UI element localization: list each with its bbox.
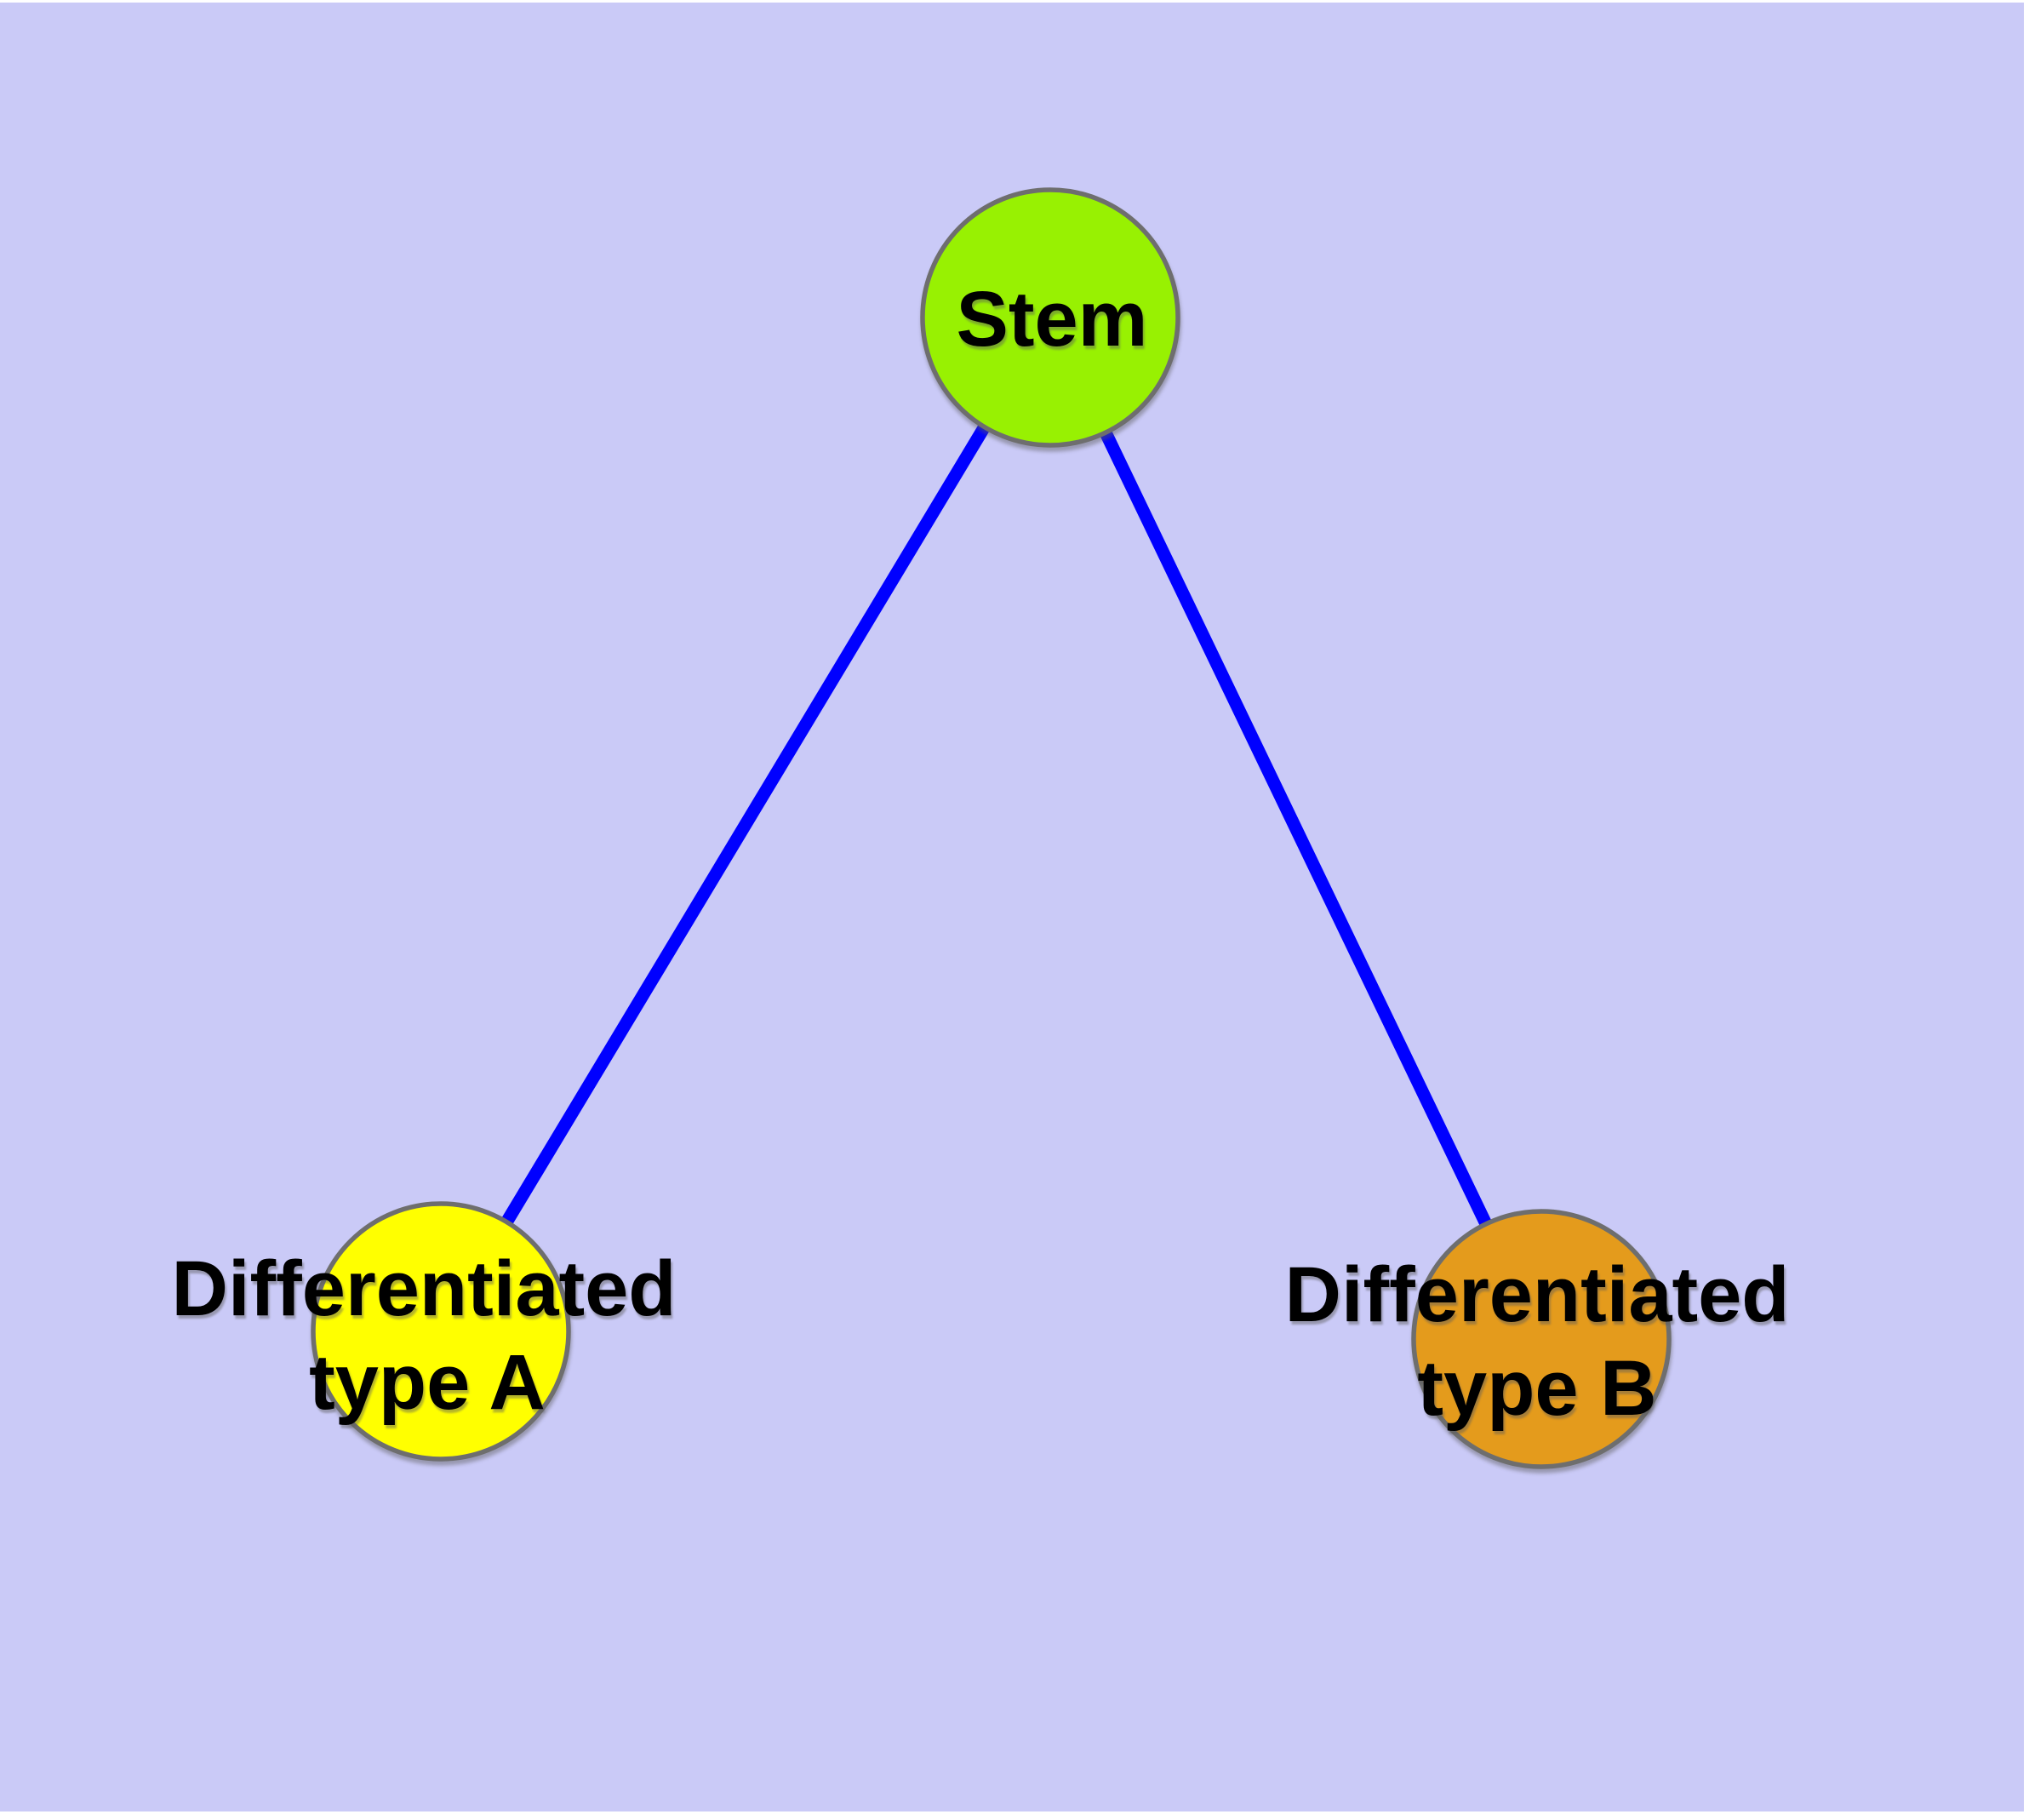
node-differentiated-type-b [1411, 1209, 1672, 1469]
label-stem: Stem [957, 276, 1148, 363]
node-differentiated-type-a [311, 1201, 571, 1462]
node-stem [920, 187, 1180, 448]
labels: Stem Differentiated type A Differentiate… [172, 276, 1790, 1432]
nodes [311, 187, 1672, 1469]
label-type-a-line1: Differentiated [172, 1245, 677, 1332]
edge-stem-to-type-a [435, 314, 1056, 1335]
label-type-b-line2: type B [1417, 1345, 1656, 1432]
label-type-a-line2: type A [309, 1339, 546, 1426]
edge-stem-to-type-b [1044, 314, 1547, 1342]
label-type-b-line1: Differentiated [1285, 1251, 1790, 1338]
edges [435, 314, 1547, 1342]
